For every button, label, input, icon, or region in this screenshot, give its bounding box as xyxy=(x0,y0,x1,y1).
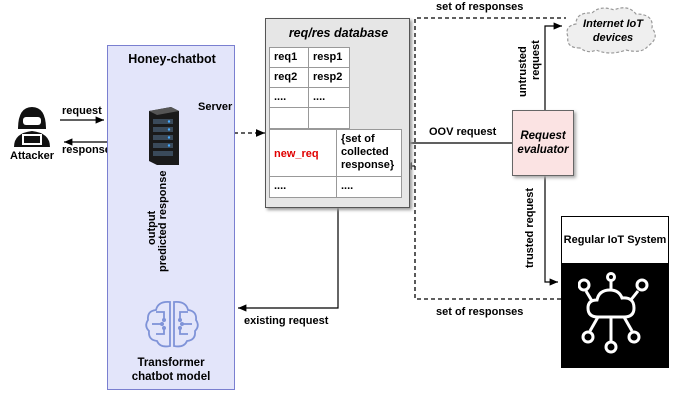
internet-iot-label: Internet IoT xyxy=(583,18,643,30)
existing-request-label: existing request xyxy=(244,315,329,327)
cloud-network-icon xyxy=(578,272,649,354)
evaluator-line: Request xyxy=(520,130,566,142)
top-responses-line xyxy=(414,17,566,170)
bottom-responses-label: set of responses xyxy=(436,306,524,318)
model-label-1: Transformer xyxy=(137,357,205,369)
db-cell: .... xyxy=(269,176,337,198)
database-title: req/res database xyxy=(288,26,389,40)
db-cell-empty xyxy=(308,107,350,129)
server-icon xyxy=(149,107,179,165)
db-cell: .... xyxy=(336,176,402,198)
req-res-database: req/res database req1 resp1 req2 resp2 .… xyxy=(265,18,410,208)
trusted-arrow xyxy=(544,176,558,286)
cloud-shape xyxy=(566,7,656,54)
existing-request-arrow xyxy=(238,208,339,312)
trusted-request-label: trusted request xyxy=(524,187,536,268)
bottom-responses-line xyxy=(414,172,561,300)
db-cell: resp1 xyxy=(308,47,350,68)
request-evaluator: Request evaluator xyxy=(512,110,574,176)
db-cell: req2 xyxy=(269,67,309,88)
honey-chatbot-box: Honey-chatbot xyxy=(107,45,235,390)
oov-request-label: OOV request xyxy=(429,126,497,138)
regular-iot-title: Regular IoT System xyxy=(562,217,668,264)
model-label-2: chatbot model xyxy=(131,371,211,383)
response-label: response xyxy=(62,144,111,156)
new-resp-cell: {set of collected response} xyxy=(336,129,402,177)
internet-devices-label: devices xyxy=(592,32,634,44)
untrusted-label: untrusted xyxy=(517,46,529,97)
new-req-cell: new_req xyxy=(269,129,337,177)
evaluator-line: evaluator xyxy=(517,144,569,156)
untrusted-arrow xyxy=(544,22,562,110)
db-cell: resp2 xyxy=(308,67,350,88)
db-cell: req1 xyxy=(269,47,309,68)
regular-iot-system: Regular IoT System xyxy=(561,216,669,368)
new-resp-line: response} xyxy=(341,159,395,171)
db-cell-empty xyxy=(269,107,309,129)
predicted-response-label: predicted response xyxy=(157,170,169,272)
request-label: request xyxy=(62,105,102,117)
honey-chatbot-title: Honey-chatbot xyxy=(128,52,216,66)
server-label: Server xyxy=(198,101,233,113)
untrusted-request-label: request xyxy=(530,40,542,80)
db-cell: .... xyxy=(308,87,350,108)
attacker-icon xyxy=(14,107,50,147)
brain-circuit-icon xyxy=(145,301,199,348)
new-resp-line: collected xyxy=(341,146,389,158)
new-resp-line: {set of xyxy=(341,133,375,145)
top-responses-label: set of responses xyxy=(436,1,524,13)
attacker-label: Attacker xyxy=(10,150,55,162)
db-cell: .... xyxy=(269,87,309,108)
